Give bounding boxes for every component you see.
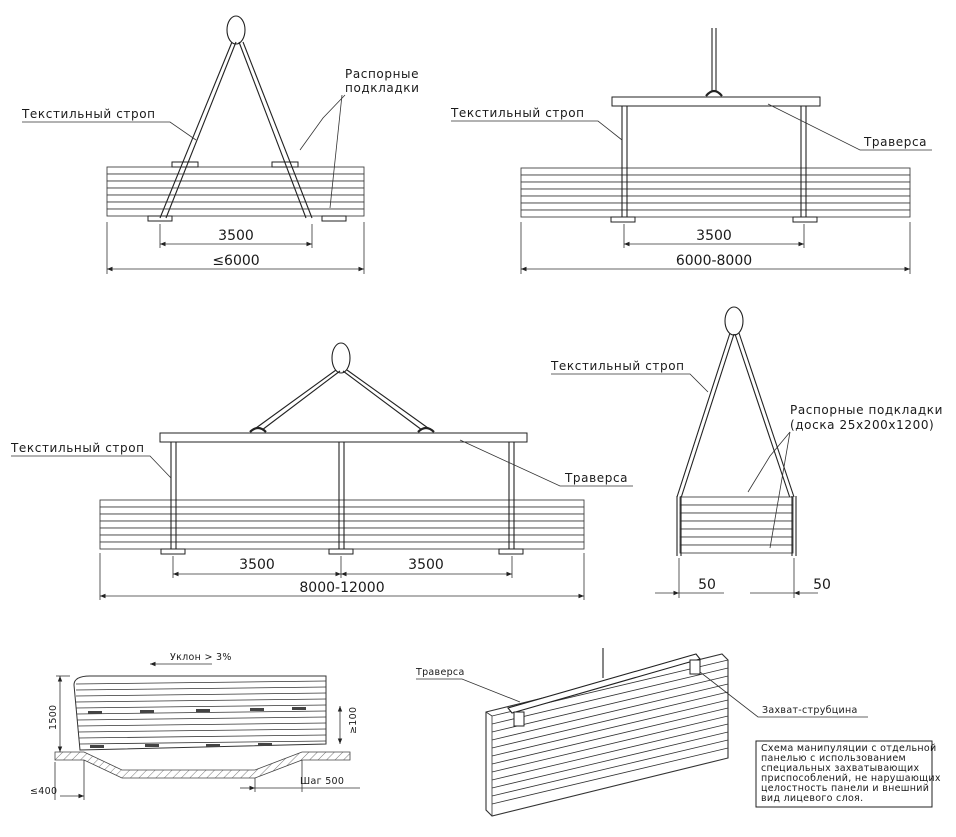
note-line: вид лицевого слоя. bbox=[761, 793, 863, 804]
spacer-pad bbox=[792, 216, 818, 223]
ground-hatch bbox=[54, 751, 351, 779]
spacer-pad bbox=[171, 161, 199, 168]
note-box bbox=[755, 740, 933, 808]
label-spacers: Распорные подкладки bbox=[790, 403, 943, 417]
note-line: Схема манипуляции с отдельной bbox=[761, 743, 937, 754]
dim-50: 50 bbox=[813, 577, 831, 593]
textile-sling bbox=[676, 306, 795, 499]
label-textile-sling: Текстильный строп bbox=[10, 441, 145, 455]
clamp bbox=[513, 711, 525, 727]
dim-max-400: ≤400 bbox=[30, 786, 57, 797]
textile-sling bbox=[159, 15, 313, 219]
board-stack bbox=[520, 167, 911, 218]
traverse-beam bbox=[159, 432, 528, 443]
label-textile-sling: Текстильный строп bbox=[21, 107, 156, 121]
textile-sling bbox=[170, 442, 515, 552]
label-traverse: Траверса bbox=[863, 135, 927, 149]
label-step: Шаг 500 bbox=[300, 776, 344, 787]
label-traverse: Траверса bbox=[415, 667, 465, 678]
panel-sling-short: Текстильный строп Распорные подкладки 35… bbox=[21, 15, 420, 274]
panel-traverse-medium: Текстильный строп Траверса 3500 6000-800… bbox=[450, 28, 932, 274]
label-textile-sling: Текстильный строп bbox=[450, 106, 585, 120]
note-line: панелью с использованием bbox=[761, 753, 906, 764]
clamp bbox=[689, 659, 701, 675]
note-line: целостность панели и внешний bbox=[761, 783, 929, 794]
panel-slope-storage: Уклон > 3% 1500 ≥100 ≤400 Шаг 500 bbox=[30, 652, 360, 800]
dim-3500: 3500 bbox=[239, 557, 275, 573]
label-spacers-size: (доска 25x200x1200) bbox=[790, 418, 934, 432]
spacer-pad bbox=[160, 548, 186, 555]
dim-3500: 3500 bbox=[218, 228, 254, 244]
note-line: приспособлений, не нарушающих bbox=[761, 773, 941, 784]
spacer-pad bbox=[147, 215, 173, 222]
dim-min-100: ≥100 bbox=[348, 707, 359, 734]
spacer-pad bbox=[321, 215, 347, 222]
label-spacers: Распорные bbox=[345, 67, 419, 81]
traverse-beam bbox=[611, 96, 821, 107]
dim-3500: 3500 bbox=[696, 228, 732, 244]
label-textile-sling: Текстильный строп bbox=[550, 359, 685, 373]
dim-max-6000: ≤6000 bbox=[212, 253, 259, 269]
spacer-pad bbox=[610, 216, 636, 223]
traverse-hook bbox=[705, 89, 723, 97]
spacer-pad bbox=[328, 548, 354, 555]
single-panel bbox=[485, 653, 729, 817]
panel-lines bbox=[491, 667, 729, 805]
board-stack bbox=[106, 166, 365, 217]
panel-end-view: Текстильный строп Распорные подкладки (д… bbox=[550, 306, 943, 598]
spacer-row bbox=[88, 707, 306, 748]
note-line: специальных захватывающих bbox=[761, 763, 919, 774]
label-slope: Уклон > 3% bbox=[170, 652, 232, 663]
dim-1500: 1500 bbox=[48, 705, 59, 730]
textile-sling bbox=[249, 342, 435, 433]
dim-8000-12000: 8000-12000 bbox=[299, 580, 384, 596]
panel-clamp-handling: Траверса Захват-струбцина Схема манипуля… bbox=[415, 648, 941, 817]
panel-traverse-long: Текстильный строп Траверса 3500 3500 800… bbox=[10, 342, 633, 600]
dim-3500: 3500 bbox=[408, 557, 444, 573]
label-spacers-2: подкладки bbox=[345, 81, 420, 95]
dim-50: 50 bbox=[698, 577, 716, 593]
label-clamp: Захват-струбцина bbox=[762, 705, 858, 716]
dim-6000-8000: 6000-8000 bbox=[676, 253, 752, 269]
label-traverse: Траверса bbox=[564, 471, 628, 485]
board-stack bbox=[679, 496, 794, 554]
textile-sling bbox=[621, 106, 807, 220]
spacer-pad bbox=[498, 548, 524, 555]
traverse-beam bbox=[507, 653, 701, 714]
board-stack bbox=[99, 499, 585, 550]
